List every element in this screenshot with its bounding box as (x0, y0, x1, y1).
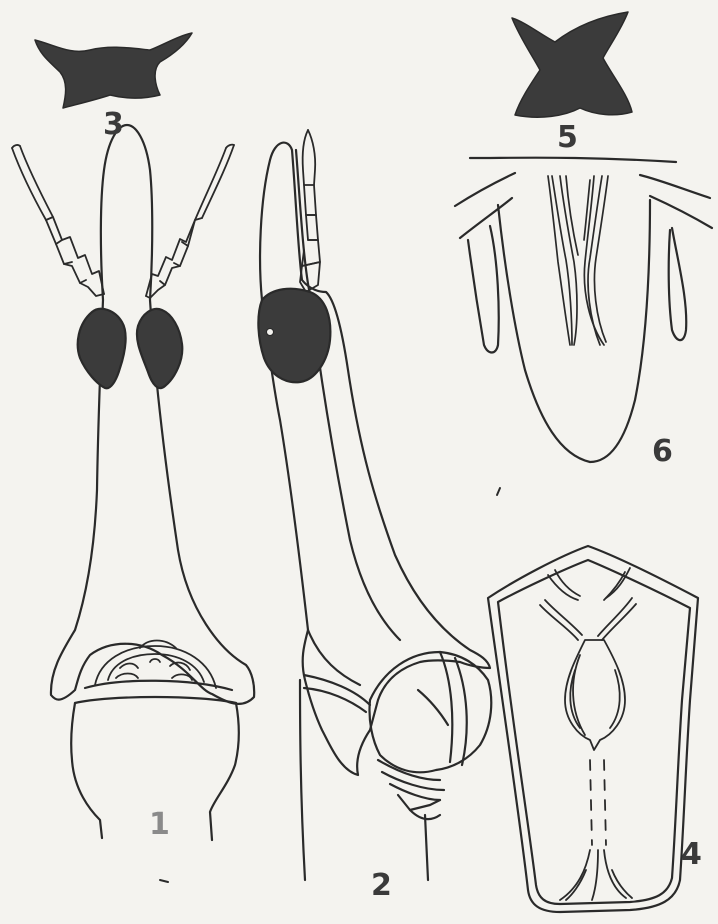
fig2-eye-spot (267, 329, 274, 336)
fig2-head-outline (260, 143, 490, 775)
figure-label-6: 6 (652, 437, 673, 467)
figure-label-4: 4 (681, 840, 702, 870)
figure-6-genital-plate (455, 158, 712, 462)
fig1-left-antenna (12, 145, 104, 296)
fig2-antenna (300, 130, 320, 292)
figure-label-5: 5 (557, 123, 578, 153)
fig6-right-lobe (669, 228, 687, 340)
fig4-outer-outline (488, 546, 698, 912)
fig6-left-lobe (468, 226, 499, 353)
fig1-neck-outline (71, 703, 102, 838)
figure-3-sclerite (35, 33, 192, 108)
fig1-left-eye (78, 309, 126, 389)
fig4-dashed-midline (590, 760, 606, 845)
fig2-collar-plate (369, 652, 491, 772)
fig6-paired-rods (548, 176, 608, 345)
figure-4-ventral-plate (488, 546, 698, 912)
figure-label-3: 3 (103, 110, 124, 140)
figure-label-1: 1 (149, 810, 170, 840)
fig4-inner-sclerites (540, 568, 636, 900)
figure-5-sclerite (512, 12, 632, 117)
figure-1-head-dorsal (12, 125, 254, 840)
figure-2-head-lateral (258, 130, 491, 880)
stray-mark (160, 880, 168, 882)
figure-label-2: 2 (371, 871, 392, 901)
fig5-dark-shape (512, 12, 632, 117)
stray-mark (497, 488, 500, 495)
fig1-right-antenna (146, 145, 234, 298)
fig1-right-eye (137, 309, 182, 388)
fig1-head-outline (51, 125, 254, 704)
fig3-dark-shape (35, 33, 192, 108)
